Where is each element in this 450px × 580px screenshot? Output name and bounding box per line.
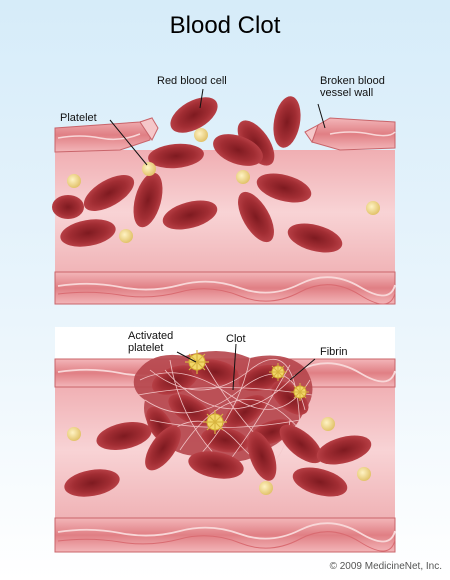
label-clot: Clot <box>226 333 246 345</box>
red-blood-cell <box>273 96 301 148</box>
top-leader-lines <box>109 88 326 166</box>
red-blood-cell <box>247 431 277 481</box>
top-red-blood-cells <box>52 96 343 253</box>
red-blood-cell <box>133 172 163 228</box>
label-broken-vessel-wall: Broken blood vessel wall <box>320 75 385 99</box>
fibrin-strands <box>137 354 313 463</box>
top-lower-wall <box>54 271 396 305</box>
platelet <box>357 467 371 481</box>
red-blood-cell <box>287 223 343 253</box>
platelet <box>67 427 81 441</box>
label-platelet: Platelet <box>60 112 97 124</box>
top-vessel <box>54 117 396 305</box>
red-blood-cell <box>279 424 323 464</box>
bottom-leader-lines <box>176 343 316 391</box>
label-activated-platelet: Activated platelet <box>128 330 174 354</box>
page-title: Blood Clot <box>169 12 281 39</box>
red-blood-cell <box>188 451 244 479</box>
bottom-red-blood-cells <box>64 422 372 497</box>
red-blood-cell <box>213 134 263 166</box>
bottom-lower-wall <box>54 517 396 553</box>
copyright-notice: © 2009 MedicineNet, Inc. <box>329 561 442 572</box>
red-blood-cell <box>83 175 135 211</box>
red-blood-cell <box>145 425 181 471</box>
red-blood-cell <box>292 467 348 497</box>
red-blood-cell <box>96 422 152 450</box>
red-blood-cell <box>148 143 204 169</box>
activated-platelets <box>185 350 309 434</box>
top-platelets <box>67 128 380 243</box>
top-vessel-lumen <box>55 150 395 275</box>
platelet <box>366 201 380 215</box>
red-blood-cell <box>238 191 274 243</box>
label-red-blood-cell: Red blood cell <box>157 75 227 87</box>
platelet <box>194 128 208 142</box>
bottom-platelets <box>67 417 371 495</box>
red-blood-cell <box>162 200 218 230</box>
platelet <box>119 229 133 243</box>
platelet <box>142 162 156 176</box>
platelet <box>67 174 81 188</box>
top-upper-wall-right <box>311 117 396 151</box>
red-blood-cell <box>64 469 120 497</box>
red-blood-cell <box>60 219 116 247</box>
red-blood-cell <box>316 435 372 465</box>
red-blood-cell <box>52 195 84 219</box>
platelet <box>259 481 273 495</box>
platelet <box>236 170 250 184</box>
platelet <box>321 417 335 431</box>
red-blood-cell <box>256 173 312 203</box>
label-fibrin: Fibrin <box>320 346 348 358</box>
red-blood-cell <box>170 97 218 133</box>
red-blood-cell <box>237 120 275 166</box>
